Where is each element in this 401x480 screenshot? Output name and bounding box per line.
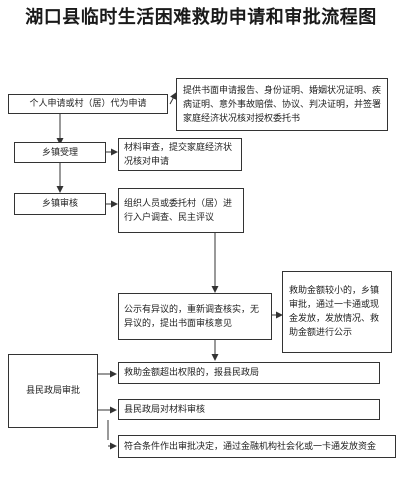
town-accept-box: 乡镇受理 — [14, 142, 106, 163]
apply-box: 个人申请或村（居）代为申请 — [8, 94, 168, 114]
town-review-note-box: 组织人员或委托村（居）进行入户调查、民主评议 — [118, 188, 244, 233]
town-review-box: 乡镇审核 — [14, 193, 106, 215]
publicity-box: 公示有异议的，重新调查核实，无异议的，提出书面审核意见 — [118, 293, 272, 340]
final-box: 符合条件作出审批决定，通过金融机构社会化或一卡通发放资金 — [118, 435, 396, 458]
arrow-apply-to-materials — [169, 92, 177, 105]
materials-box: 提供书面申请报告、身份证明、婚姻状况证明、疾病证明、意外事故赔偿、协议、判决证明… — [176, 78, 388, 131]
page-title: 湖口县临时生活困难救助申请和审批流程图 — [25, 7, 377, 28]
county-approve-box: 县民政局审批 — [8, 354, 98, 428]
exceed-box: 救助金额超出权限的，报县民政局 — [118, 362, 380, 384]
town-accept-note-box: 材料审查，提交家庭经济状况核对申请 — [118, 138, 242, 171]
small-amount-box: 救助金额较小的，乡镇审批，通过一卡通或现金发放，发放情况、救助金额进行公示 — [282, 271, 392, 353]
county-review-box: 县民政局对材料审核 — [118, 399, 380, 420]
